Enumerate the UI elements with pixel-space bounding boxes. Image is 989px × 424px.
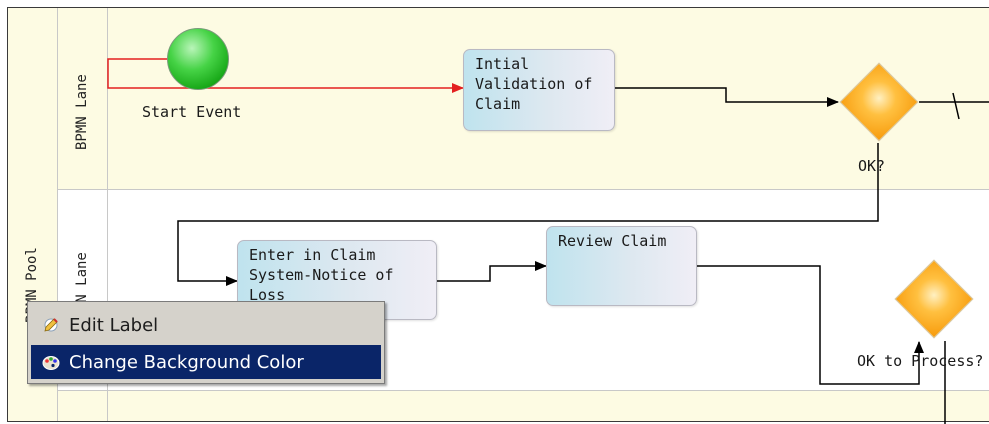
connector-start-to-validation[interactable]: [107, 58, 464, 93]
color-palette-icon: [42, 356, 60, 370]
edit-label-icon: [44, 318, 58, 332]
connector-validation-to-ok[interactable]: [614, 87, 839, 107]
menu-item-edit-label-text: Edit Label: [69, 314, 159, 336]
connector-review-to-process[interactable]: [697, 265, 924, 385]
lane-header-1[interactable]: BPMN Lane: [58, 8, 108, 190]
default-flow-mark: [952, 92, 960, 120]
menu-item-change-background-color[interactable]: Change Background Color: [31, 345, 381, 379]
start-event-label: Start Event: [142, 103, 242, 121]
connector-enter-to-review[interactable]: [437, 261, 547, 282]
menu-item-change-background-color-text: Change Background Color: [69, 351, 304, 373]
start-event[interactable]: [167, 28, 229, 90]
gateway-ok-label: OK?: [858, 157, 886, 175]
connector-ok-to-enter[interactable]: [177, 143, 879, 286]
task-initial-validation[interactable]: Intial Validation of Claim: [463, 49, 615, 131]
gateway-ok-to-process-label: OK to Process?: [857, 352, 984, 370]
lane-header-3[interactable]: [58, 391, 108, 421]
task-initial-validation-label: Intial Validation of Claim: [475, 55, 593, 113]
context-menu: Edit Label Change Background Color: [27, 301, 385, 384]
task-review-claim[interactable]: Review Claim: [546, 226, 697, 306]
pool-frame: [7, 7, 989, 422]
lane-body-3[interactable]: [108, 391, 989, 421]
task-review-claim-label: Review Claim: [558, 232, 667, 250]
task-enter-in-claim-label: Enter in Claim System-Notice of Loss: [249, 246, 394, 304]
menu-item-edit-label[interactable]: Edit Label: [31, 308, 381, 342]
